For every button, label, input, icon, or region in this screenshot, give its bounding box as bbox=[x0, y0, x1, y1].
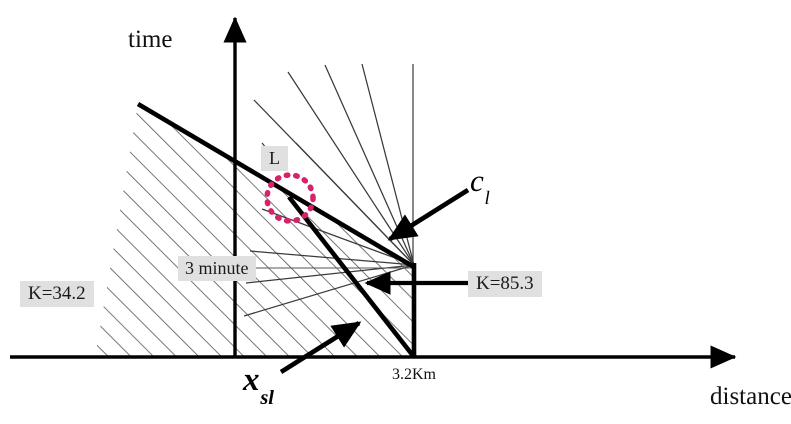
shock-symbol: xsl bbox=[243, 362, 274, 409]
cl-base: c bbox=[470, 163, 484, 198]
x-tick-label: 3.2Km bbox=[392, 366, 436, 383]
duration-label: 3 minute bbox=[178, 256, 256, 281]
distance-axis-label: distance bbox=[710, 383, 791, 410]
highlight-circle bbox=[264, 172, 316, 224]
xsl-pointer-arrow bbox=[279, 321, 362, 374]
xsl-base: x bbox=[243, 362, 260, 398]
cl-subscript: l bbox=[484, 187, 490, 209]
cl-pointer-arrow bbox=[387, 188, 470, 241]
time-axis-label: time bbox=[128, 26, 173, 53]
k-right-label: K=85.3 bbox=[468, 271, 542, 297]
point-L-label: L bbox=[261, 146, 288, 171]
k-left-label: K=34.2 bbox=[20, 281, 94, 307]
thick-L-characteristic bbox=[136, 102, 416, 269]
shock-trajectory-line bbox=[287, 195, 416, 359]
hatched-congested-region bbox=[95, 100, 414, 357]
xsl-subscript: sl bbox=[260, 386, 274, 409]
wave-speed-symbol: cl bbox=[470, 163, 490, 209]
